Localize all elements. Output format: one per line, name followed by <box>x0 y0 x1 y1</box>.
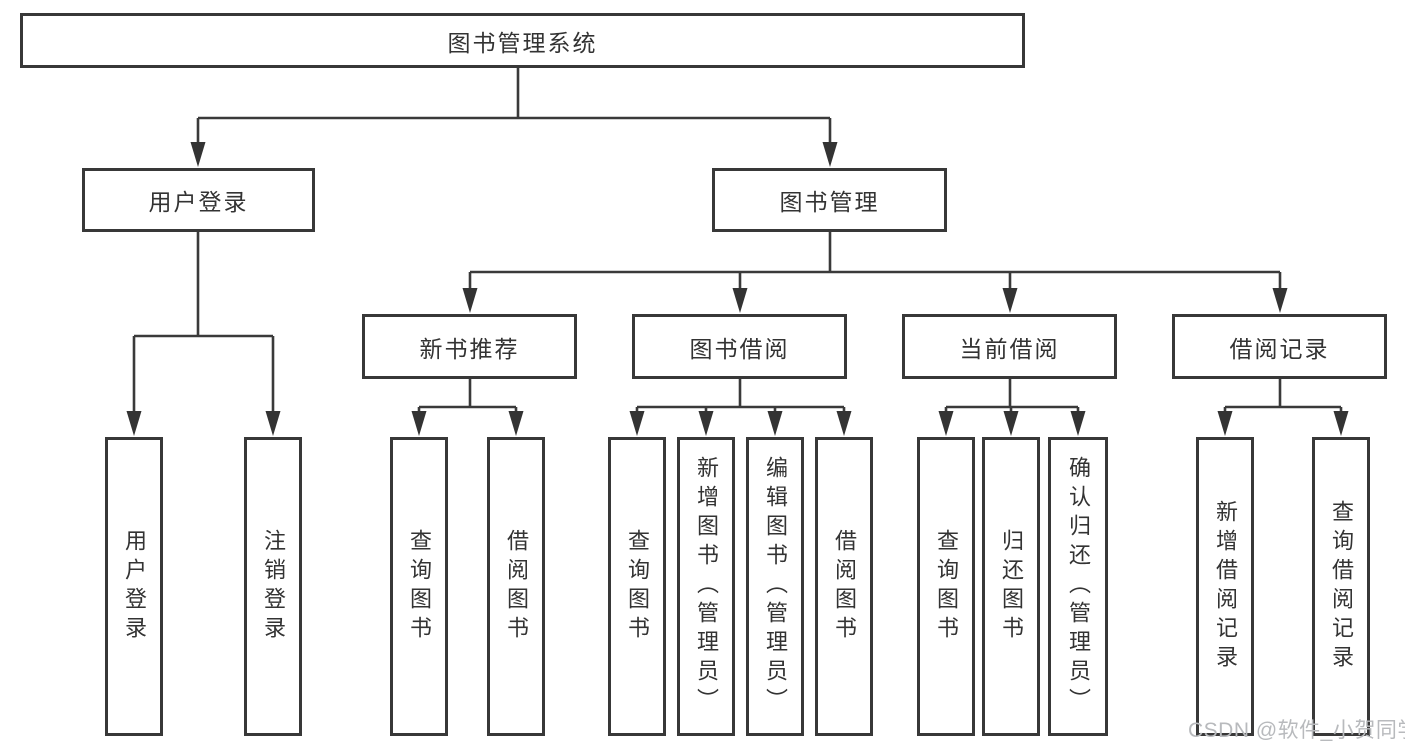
node-leaf-query-books-current: 查询图书 <box>917 437 975 736</box>
node-leaf-query-books-borrow: 查询图书 <box>608 437 666 736</box>
node-user-login-label: 用户登录 <box>148 189 249 215</box>
node-user-login: 用户登录 <box>82 168 315 232</box>
node-leaf-borrow-books: 借阅图书 <box>815 437 873 736</box>
node-leaf-query-borrow-record: 查询借阅记录 <box>1312 437 1370 736</box>
node-leaf-user-login: 用户登录 <box>105 437 163 736</box>
node-leaf-borrow-books-label: 借阅图书 <box>832 528 857 645</box>
node-leaf-query-borrow-record-label: 查询借阅记录 <box>1329 499 1354 674</box>
node-book-borrowing-label: 图书借阅 <box>689 335 790 362</box>
node-new-book-recommend: 新书推荐 <box>362 314 577 379</box>
node-leaf-return-books: 归还图书 <box>982 437 1040 736</box>
node-leaf-return-books-label: 归还图书 <box>999 528 1024 645</box>
node-book-management: 图书管理 <box>712 168 947 232</box>
node-leaf-borrow-books-recommend: 借阅图书 <box>487 437 545 736</box>
node-leaf-query-books-recommend-label: 查询图书 <box>407 528 432 645</box>
node-book-management-label: 图书管理 <box>779 189 880 215</box>
node-book-borrowing: 图书借阅 <box>632 314 847 379</box>
csdn-watermark: CSDN @软件_小贺同学 <box>1188 719 1405 742</box>
node-leaf-add-borrow-record-label: 新增借阅记录 <box>1213 499 1238 674</box>
node-leaf-edit-books-admin-label: 编辑图书（管理员） <box>763 456 788 717</box>
node-leaf-add-books-admin-label: 新增图书（管理员） <box>694 456 719 717</box>
node-borrowing-records: 借阅记录 <box>1172 314 1387 379</box>
node-root-label: 图书管理系统 <box>447 29 598 56</box>
node-leaf-query-books-recommend: 查询图书 <box>390 437 448 736</box>
node-leaf-logout: 注销登录 <box>244 437 302 736</box>
node-borrowing-records-label: 借阅记录 <box>1229 335 1330 362</box>
node-leaf-logout-label: 注销登录 <box>261 528 286 645</box>
node-leaf-add-borrow-record: 新增借阅记录 <box>1196 437 1254 736</box>
node-current-borrowing-label: 当前借阅 <box>959 335 1060 362</box>
node-new-book-recommend-label: 新书推荐 <box>419 335 520 362</box>
node-leaf-user-login-label: 用户登录 <box>122 528 147 645</box>
node-leaf-edit-books-admin: 编辑图书（管理员） <box>746 437 804 736</box>
node-leaf-query-books-current-label: 查询图书 <box>934 528 959 645</box>
node-leaf-confirm-return-admin-label: 确认归还（管理员） <box>1066 456 1091 717</box>
node-leaf-add-books-admin: 新增图书（管理员） <box>677 437 735 736</box>
node-root: 图书管理系统 <box>20 13 1025 68</box>
node-leaf-query-books-borrow-label: 查询图书 <box>625 528 650 645</box>
node-leaf-borrow-books-recommend-label: 借阅图书 <box>504 528 529 645</box>
node-current-borrowing: 当前借阅 <box>902 314 1117 379</box>
node-leaf-confirm-return-admin: 确认归还（管理员） <box>1048 437 1108 736</box>
